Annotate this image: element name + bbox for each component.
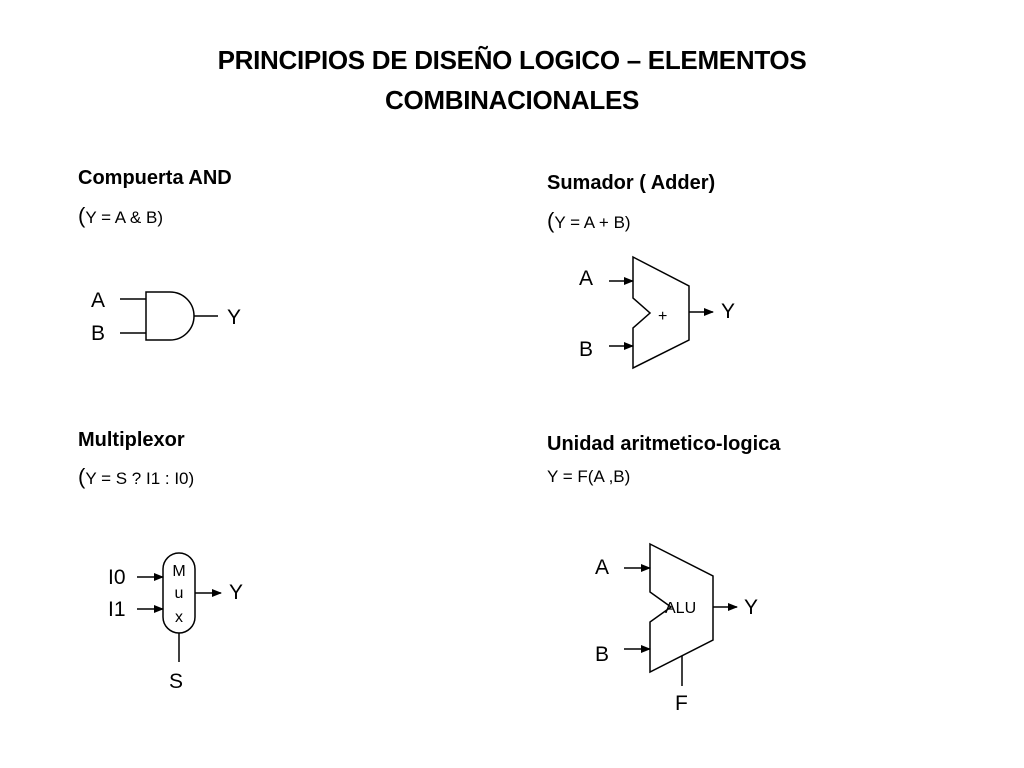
alu-label: ALU (665, 600, 696, 617)
adder-symbol: A B + Y (579, 255, 735, 370)
multiplexer-formula: (Y = S ? I1 : I0) (78, 464, 194, 490)
adder-input-a-label: A (579, 267, 593, 290)
slide-title-line-2: COMBINACIONALES (384, 85, 640, 115)
slide-title: PRINCIPIOS DE DISEÑO LOGICO – ELEMENTOS … (112, 40, 912, 120)
and-gate-heading: Compuerta AND (78, 167, 232, 189)
adder-formula-paren: ( (547, 208, 555, 233)
alu-output-label: Y (744, 596, 758, 619)
adder-plus-symbol: + (658, 308, 667, 325)
multiplexer-letter-m: M (172, 563, 185, 580)
and-gate-input-a-label: A (91, 289, 105, 312)
multiplexer-letter-u: u (175, 585, 184, 602)
multiplexer-output-label: Y (229, 581, 243, 604)
adder-formula-text: Y = A + B) (554, 213, 631, 232)
multiplexer-symbol: I0 I1 M u x Y S (108, 552, 243, 693)
and-gate-body (145, 291, 195, 341)
alu-heading: Unidad aritmetico-logica (547, 433, 781, 455)
and-gate-input-b-label: B (91, 322, 105, 345)
multiplexer-input-0-label: I0 (108, 566, 126, 589)
multiplexer-heading: Multiplexor (78, 429, 185, 451)
adder-heading: Sumador ( Adder) (547, 172, 716, 194)
alu-input-a-label: A (595, 556, 609, 579)
alu-formula: Y = F(A ,B) (547, 467, 631, 486)
multiplexer-input-1-label: I1 (108, 598, 126, 621)
multiplexer-formula-text: Y = S ? I1 : I0) (85, 469, 195, 488)
alu-symbol: A B ALU Y F (595, 542, 758, 715)
and-gate-formula-text: Y = A & B) (85, 208, 163, 227)
and-gate-symbol: A B Y (91, 289, 241, 345)
and-gate-formula-paren: ( (78, 203, 86, 228)
alu-function-label: F (675, 692, 688, 715)
adder-output-label: Y (721, 300, 735, 323)
multiplexer-formula-paren: ( (78, 464, 86, 489)
slide-title-line-1: PRINCIPIOS DE DISEÑO LOGICO – ELEMENTOS (217, 45, 807, 75)
and-gate-output-label: Y (227, 306, 241, 329)
adder-input-b-label: B (579, 338, 593, 361)
and-gate-formula: (Y = A & B) (78, 203, 163, 229)
adder-formula: (Y = A + B) (547, 208, 631, 234)
multiplexer-select-label: S (169, 670, 183, 693)
multiplexer-letter-x: x (175, 609, 183, 626)
alu-input-b-label: B (595, 643, 609, 666)
